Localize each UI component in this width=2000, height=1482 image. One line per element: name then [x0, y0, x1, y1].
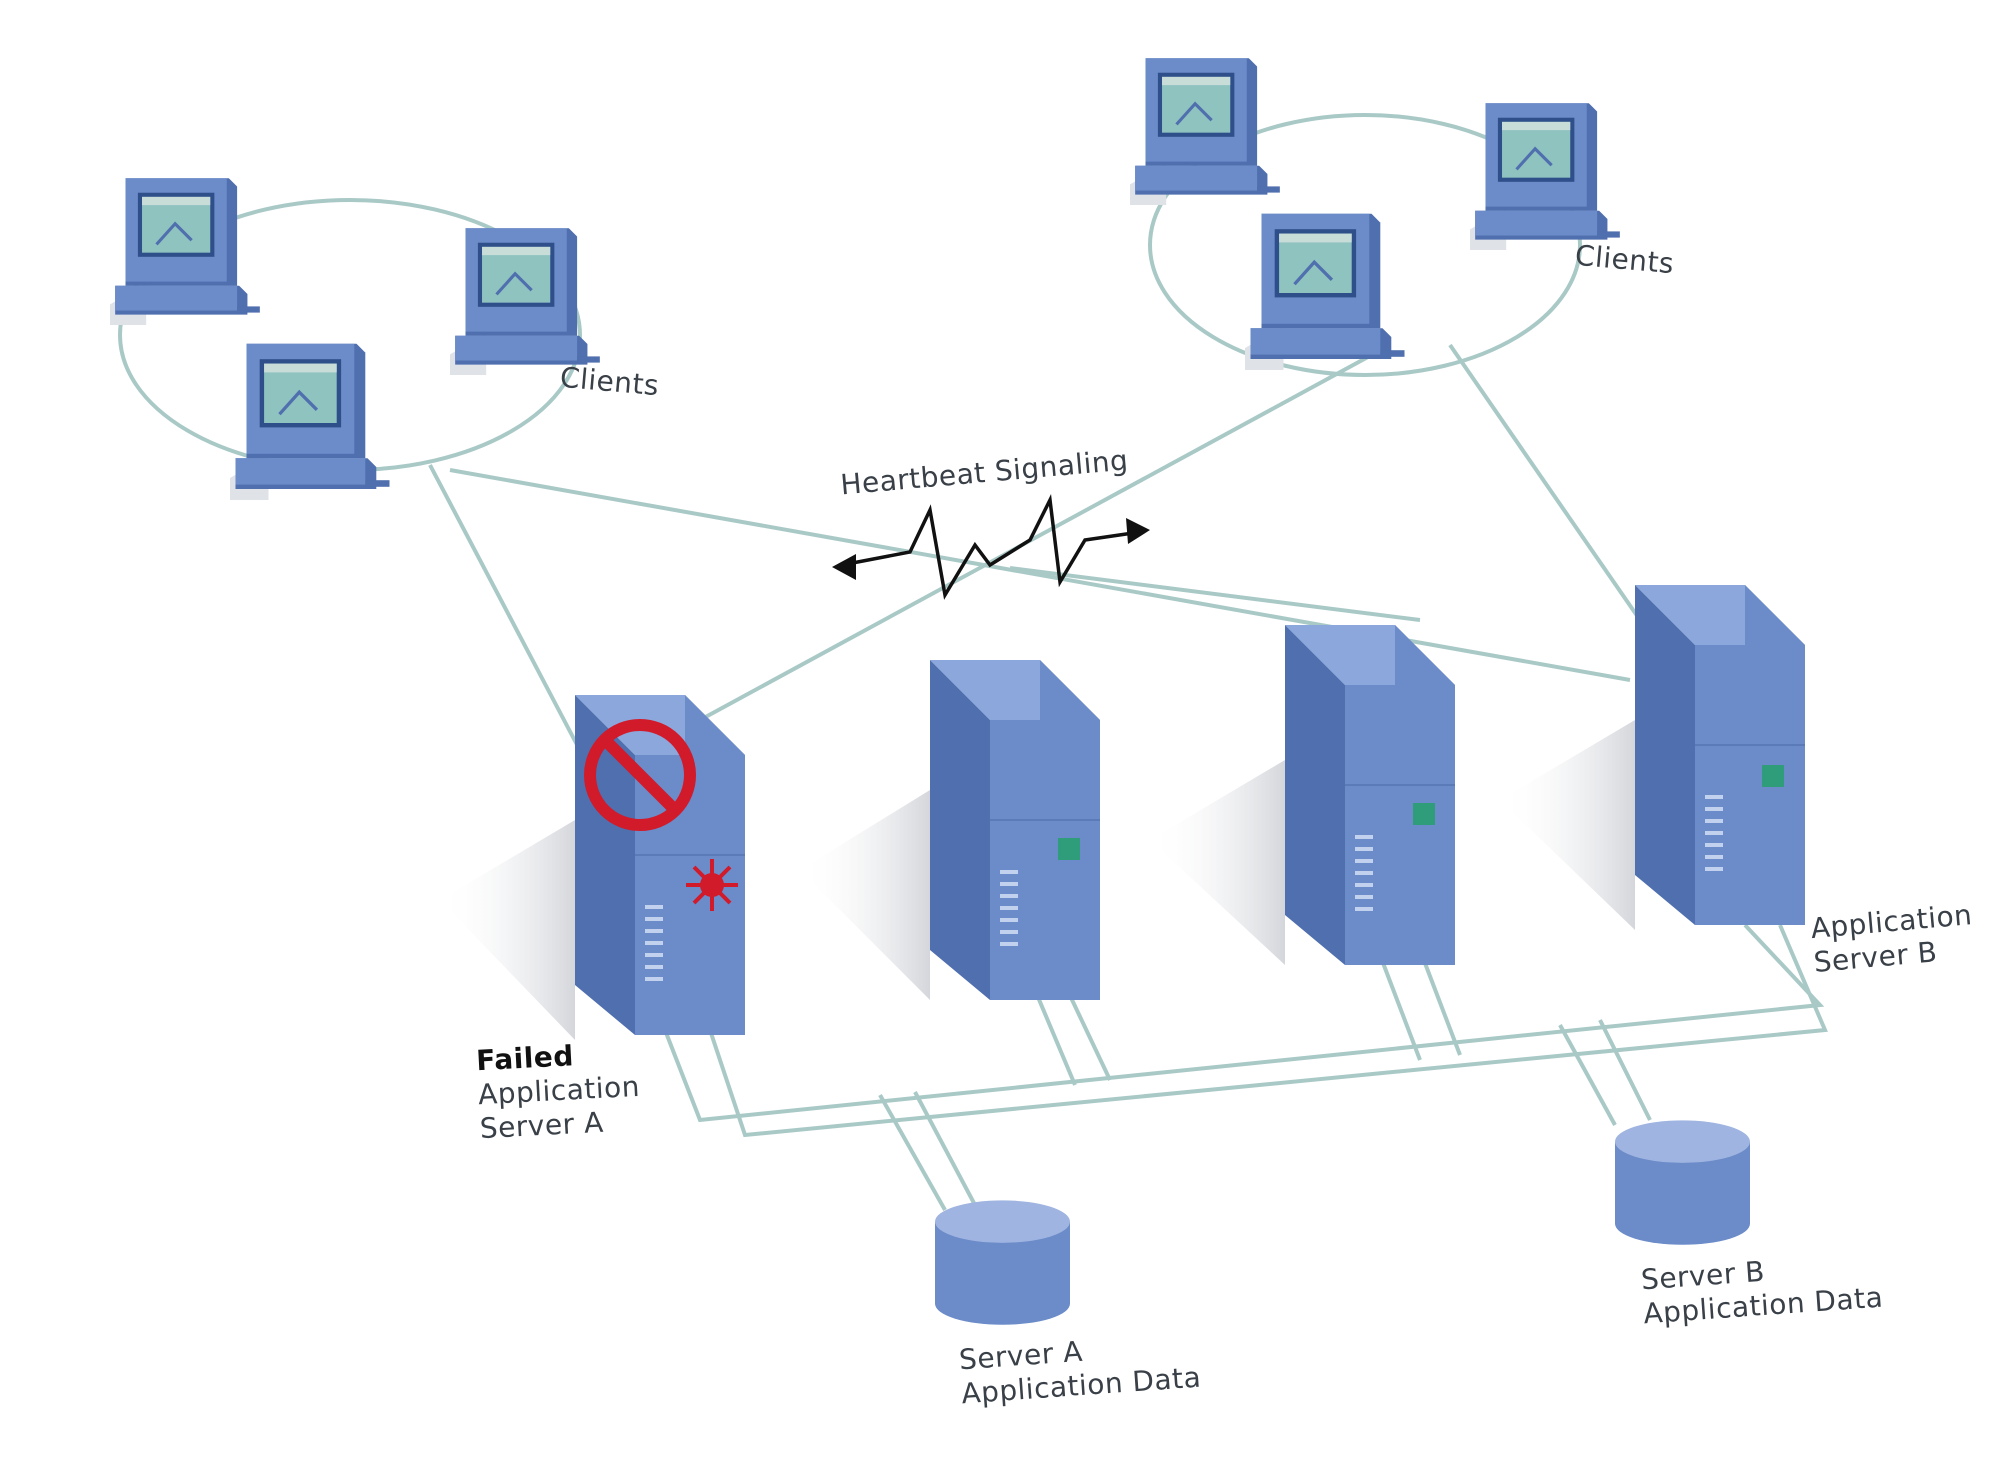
application-server-b: [1635, 585, 1805, 925]
client-computer: [230, 342, 392, 500]
server-a-label: Failed Application Server A: [475, 1036, 642, 1146]
status-led: [1413, 803, 1435, 825]
storage-disk-b: [1615, 1120, 1750, 1245]
status-led: [1762, 765, 1784, 787]
status-led: [1058, 838, 1080, 860]
client-computer: [450, 226, 602, 375]
client-computer: [1245, 212, 1407, 370]
client-computer: [1470, 101, 1622, 250]
server-shadow: [440, 820, 575, 1040]
server-tower: [1285, 625, 1455, 965]
server-shadow: [1500, 720, 1635, 930]
server-shadow: [1150, 760, 1285, 965]
storage-disk-a: [935, 1200, 1070, 1325]
burst-icon: [686, 859, 738, 911]
server-shadow: [800, 790, 930, 1000]
prohibited-icon: [584, 719, 696, 831]
client-computer: [110, 176, 262, 325]
network-links: [428, 343, 1828, 1211]
client-computer: [1130, 56, 1282, 205]
server-b-label: Application Server B: [1809, 898, 1974, 979]
heartbeat-signal: [832, 494, 1150, 600]
server-tower: [930, 660, 1100, 1000]
client-ring-right: [1148, 113, 1582, 377]
